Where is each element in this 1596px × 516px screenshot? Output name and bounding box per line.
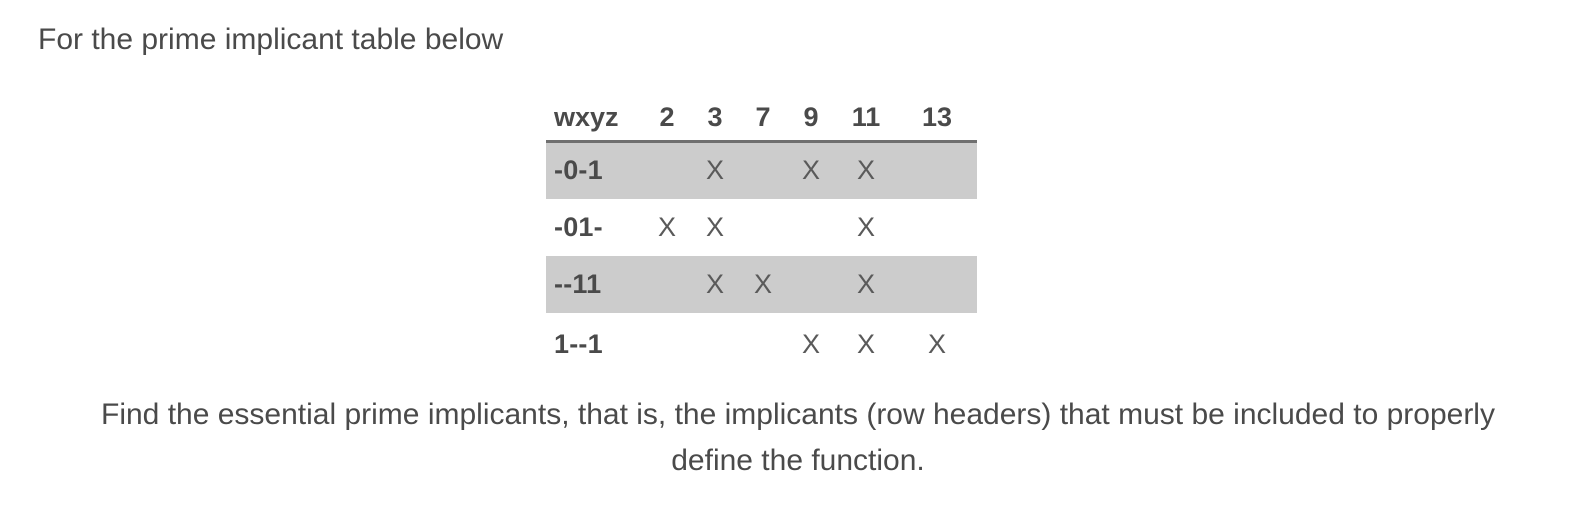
table-row: -0-1 X X X: [546, 141, 977, 199]
cell-mark: [643, 142, 691, 199]
cell-mark: X: [927, 328, 946, 359]
header-cell-minterm-3: 9: [787, 94, 835, 143]
cell-mark: X: [856, 268, 875, 299]
prime-implicant-table-container: wxyz 2 3 7 9 11 13 -0-1 X X X -01- X: [546, 94, 977, 370]
cell-mark: [739, 142, 787, 199]
cell-mark: [787, 256, 835, 313]
cell-mark: X: [657, 211, 676, 242]
table-row: -01- X X X: [546, 199, 977, 256]
row-header-implicant: --11: [554, 268, 602, 299]
cell-mark: [897, 199, 977, 256]
cell-mark: [739, 313, 787, 370]
cell-mark: X: [856, 211, 875, 242]
row-header-implicant: -01-: [554, 211, 603, 242]
cell-mark: X: [705, 155, 724, 186]
table-head: wxyz 2 3 7 9 11 13: [546, 94, 977, 143]
cell-mark: [739, 199, 787, 256]
cell-mark: [787, 199, 835, 256]
header-cell-variables: wxyz: [546, 94, 643, 143]
table-body: -0-1 X X X -01- X X X --11 X: [546, 141, 977, 370]
table-row: 1--1 X X X: [546, 313, 977, 370]
cell-mark: X: [705, 268, 724, 299]
header-cell-minterm-0: 2: [643, 94, 691, 143]
header-cell-minterm-1: 3: [691, 94, 739, 143]
row-header-implicant: 1--1: [554, 328, 603, 359]
table-row: --11 X X X: [546, 255, 977, 313]
row-header-implicant: -0-1: [554, 155, 603, 186]
cell-mark: X: [856, 328, 875, 359]
header-cell-minterm-5: 13: [897, 94, 977, 143]
header-cell-minterm-4: 11: [835, 94, 897, 143]
table-header-row: wxyz 2 3 7 9 11 13: [546, 94, 977, 143]
cell-mark: X: [753, 268, 772, 299]
cell-mark: X: [801, 328, 820, 359]
cell-mark: [643, 256, 691, 313]
question-instruction-text: Find the essential prime implicants, tha…: [101, 398, 1495, 477]
cell-mark: X: [856, 155, 875, 186]
page-intro-text: For the prime implicant table below: [38, 23, 504, 56]
cell-mark: [897, 142, 977, 199]
cell-mark: [643, 313, 691, 370]
cell-mark: [897, 256, 977, 313]
cell-mark: X: [705, 211, 724, 242]
header-cell-minterm-2: 7: [739, 94, 787, 143]
cell-mark: [691, 313, 739, 370]
prime-implicant-table: wxyz 2 3 7 9 11 13 -0-1 X X X -01- X: [546, 94, 977, 370]
cell-mark: X: [801, 155, 820, 186]
